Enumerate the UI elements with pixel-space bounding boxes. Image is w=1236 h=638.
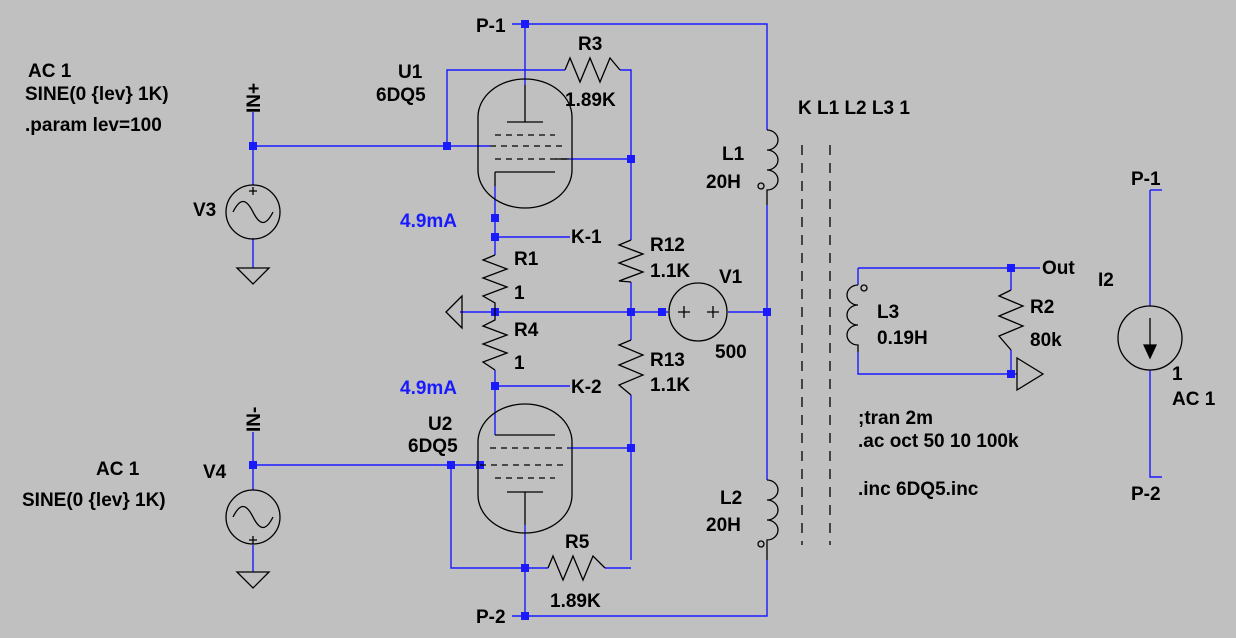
in-minus-label: IN- xyxy=(244,407,265,432)
u2-tube[interactable] xyxy=(477,403,573,534)
u2-label: U2 xyxy=(428,414,452,435)
inc-directive: .inc 6DQ5.inc xyxy=(858,479,979,500)
v1-source[interactable] xyxy=(668,282,728,342)
l1-label: L1 xyxy=(722,144,745,165)
r1-value: 1 xyxy=(514,283,525,304)
v4-label: V4 xyxy=(203,462,227,483)
r1-label: R1 xyxy=(514,249,539,270)
v3-label: V3 xyxy=(193,200,216,221)
r4-value: 1 xyxy=(514,353,525,374)
r1-resistor[interactable] xyxy=(481,254,509,312)
i2-current-source[interactable] xyxy=(1117,305,1183,371)
r3-label: R3 xyxy=(578,34,602,55)
u1-cathode-current: 4.9mA xyxy=(400,211,457,232)
output-ground-symbol xyxy=(1016,356,1045,392)
r5-label: R5 xyxy=(565,532,590,553)
r5-value: 1.89K xyxy=(550,591,601,612)
v3-source[interactable] xyxy=(225,184,281,240)
transformer-core xyxy=(801,145,831,545)
v3-ac-label: AC 1 xyxy=(28,61,72,82)
in-plus-label: IN+ xyxy=(244,83,265,113)
r12-label: R12 xyxy=(650,235,685,256)
r13-value: 1.1K xyxy=(650,375,690,396)
v4-ground-symbol xyxy=(235,571,271,589)
r4-resistor[interactable] xyxy=(481,312,509,371)
p2-bottom-label: P-2 xyxy=(476,607,506,628)
u1-label: U1 xyxy=(398,62,423,83)
u2-model-label: 6DQ5 xyxy=(408,436,458,457)
param-directive: .param lev=100 xyxy=(25,115,162,136)
r2-label: R2 xyxy=(1030,297,1054,318)
tran-directive: ;tran 2m xyxy=(858,408,933,429)
v3-sine-label: SINE(0 {lev} 1K) xyxy=(25,84,169,105)
r3-value: 1.89K xyxy=(565,90,616,111)
v4-ac-label: AC 1 xyxy=(96,459,140,480)
p2-right-label: P-2 xyxy=(1131,484,1161,505)
l2-inductor[interactable] xyxy=(757,479,779,560)
i2-ac-value: AC 1 xyxy=(1172,389,1216,410)
p1-right-label: P-1 xyxy=(1131,169,1161,190)
v3-ground-symbol xyxy=(235,267,271,285)
center-ground-symbol xyxy=(445,294,463,330)
v1-value: 500 xyxy=(715,342,747,363)
k2-label: K-2 xyxy=(571,377,602,398)
ac-directive: .ac oct 50 10 100k xyxy=(858,431,1019,452)
r13-resistor[interactable] xyxy=(617,339,645,396)
p1-top-label: P-1 xyxy=(476,16,506,37)
v1-label: V1 xyxy=(719,267,743,288)
u1-tube[interactable] xyxy=(477,78,573,209)
r2-resistor[interactable] xyxy=(997,289,1025,351)
k1-label: K-1 xyxy=(571,227,602,248)
coupling-directive: K L1 L2 L3 1 xyxy=(798,98,910,119)
labels: AC 1 SINE(0 {lev} 1K) .param lev=100 IN+… xyxy=(22,16,1216,628)
l3-label: L3 xyxy=(877,302,899,323)
i2-label: I2 xyxy=(1098,270,1114,291)
out-label: Out xyxy=(1042,258,1075,279)
r2-value: 80k xyxy=(1030,330,1062,351)
l2-value: 20H xyxy=(706,515,741,536)
l3-inductor[interactable] xyxy=(846,284,868,352)
l1-inductor[interactable] xyxy=(757,129,779,205)
u1-model-label: 6DQ5 xyxy=(376,85,426,106)
v4-sine-label: SINE(0 {lev} 1K) xyxy=(22,490,166,511)
r13-label: R13 xyxy=(650,350,685,371)
u2-cathode-current: 4.9mA xyxy=(400,378,457,399)
i2-value: 1 xyxy=(1172,364,1183,385)
r12-resistor[interactable] xyxy=(617,239,645,283)
l1-value: 20H xyxy=(706,172,741,193)
r3-resistor[interactable] xyxy=(564,56,621,84)
r5-resistor[interactable] xyxy=(547,554,606,582)
r4-label: R4 xyxy=(514,320,539,341)
r12-value: 1.1K xyxy=(650,261,690,282)
l2-label: L2 xyxy=(720,488,742,509)
v4-source[interactable] xyxy=(225,489,281,545)
l3-value: 0.19H xyxy=(877,328,928,349)
